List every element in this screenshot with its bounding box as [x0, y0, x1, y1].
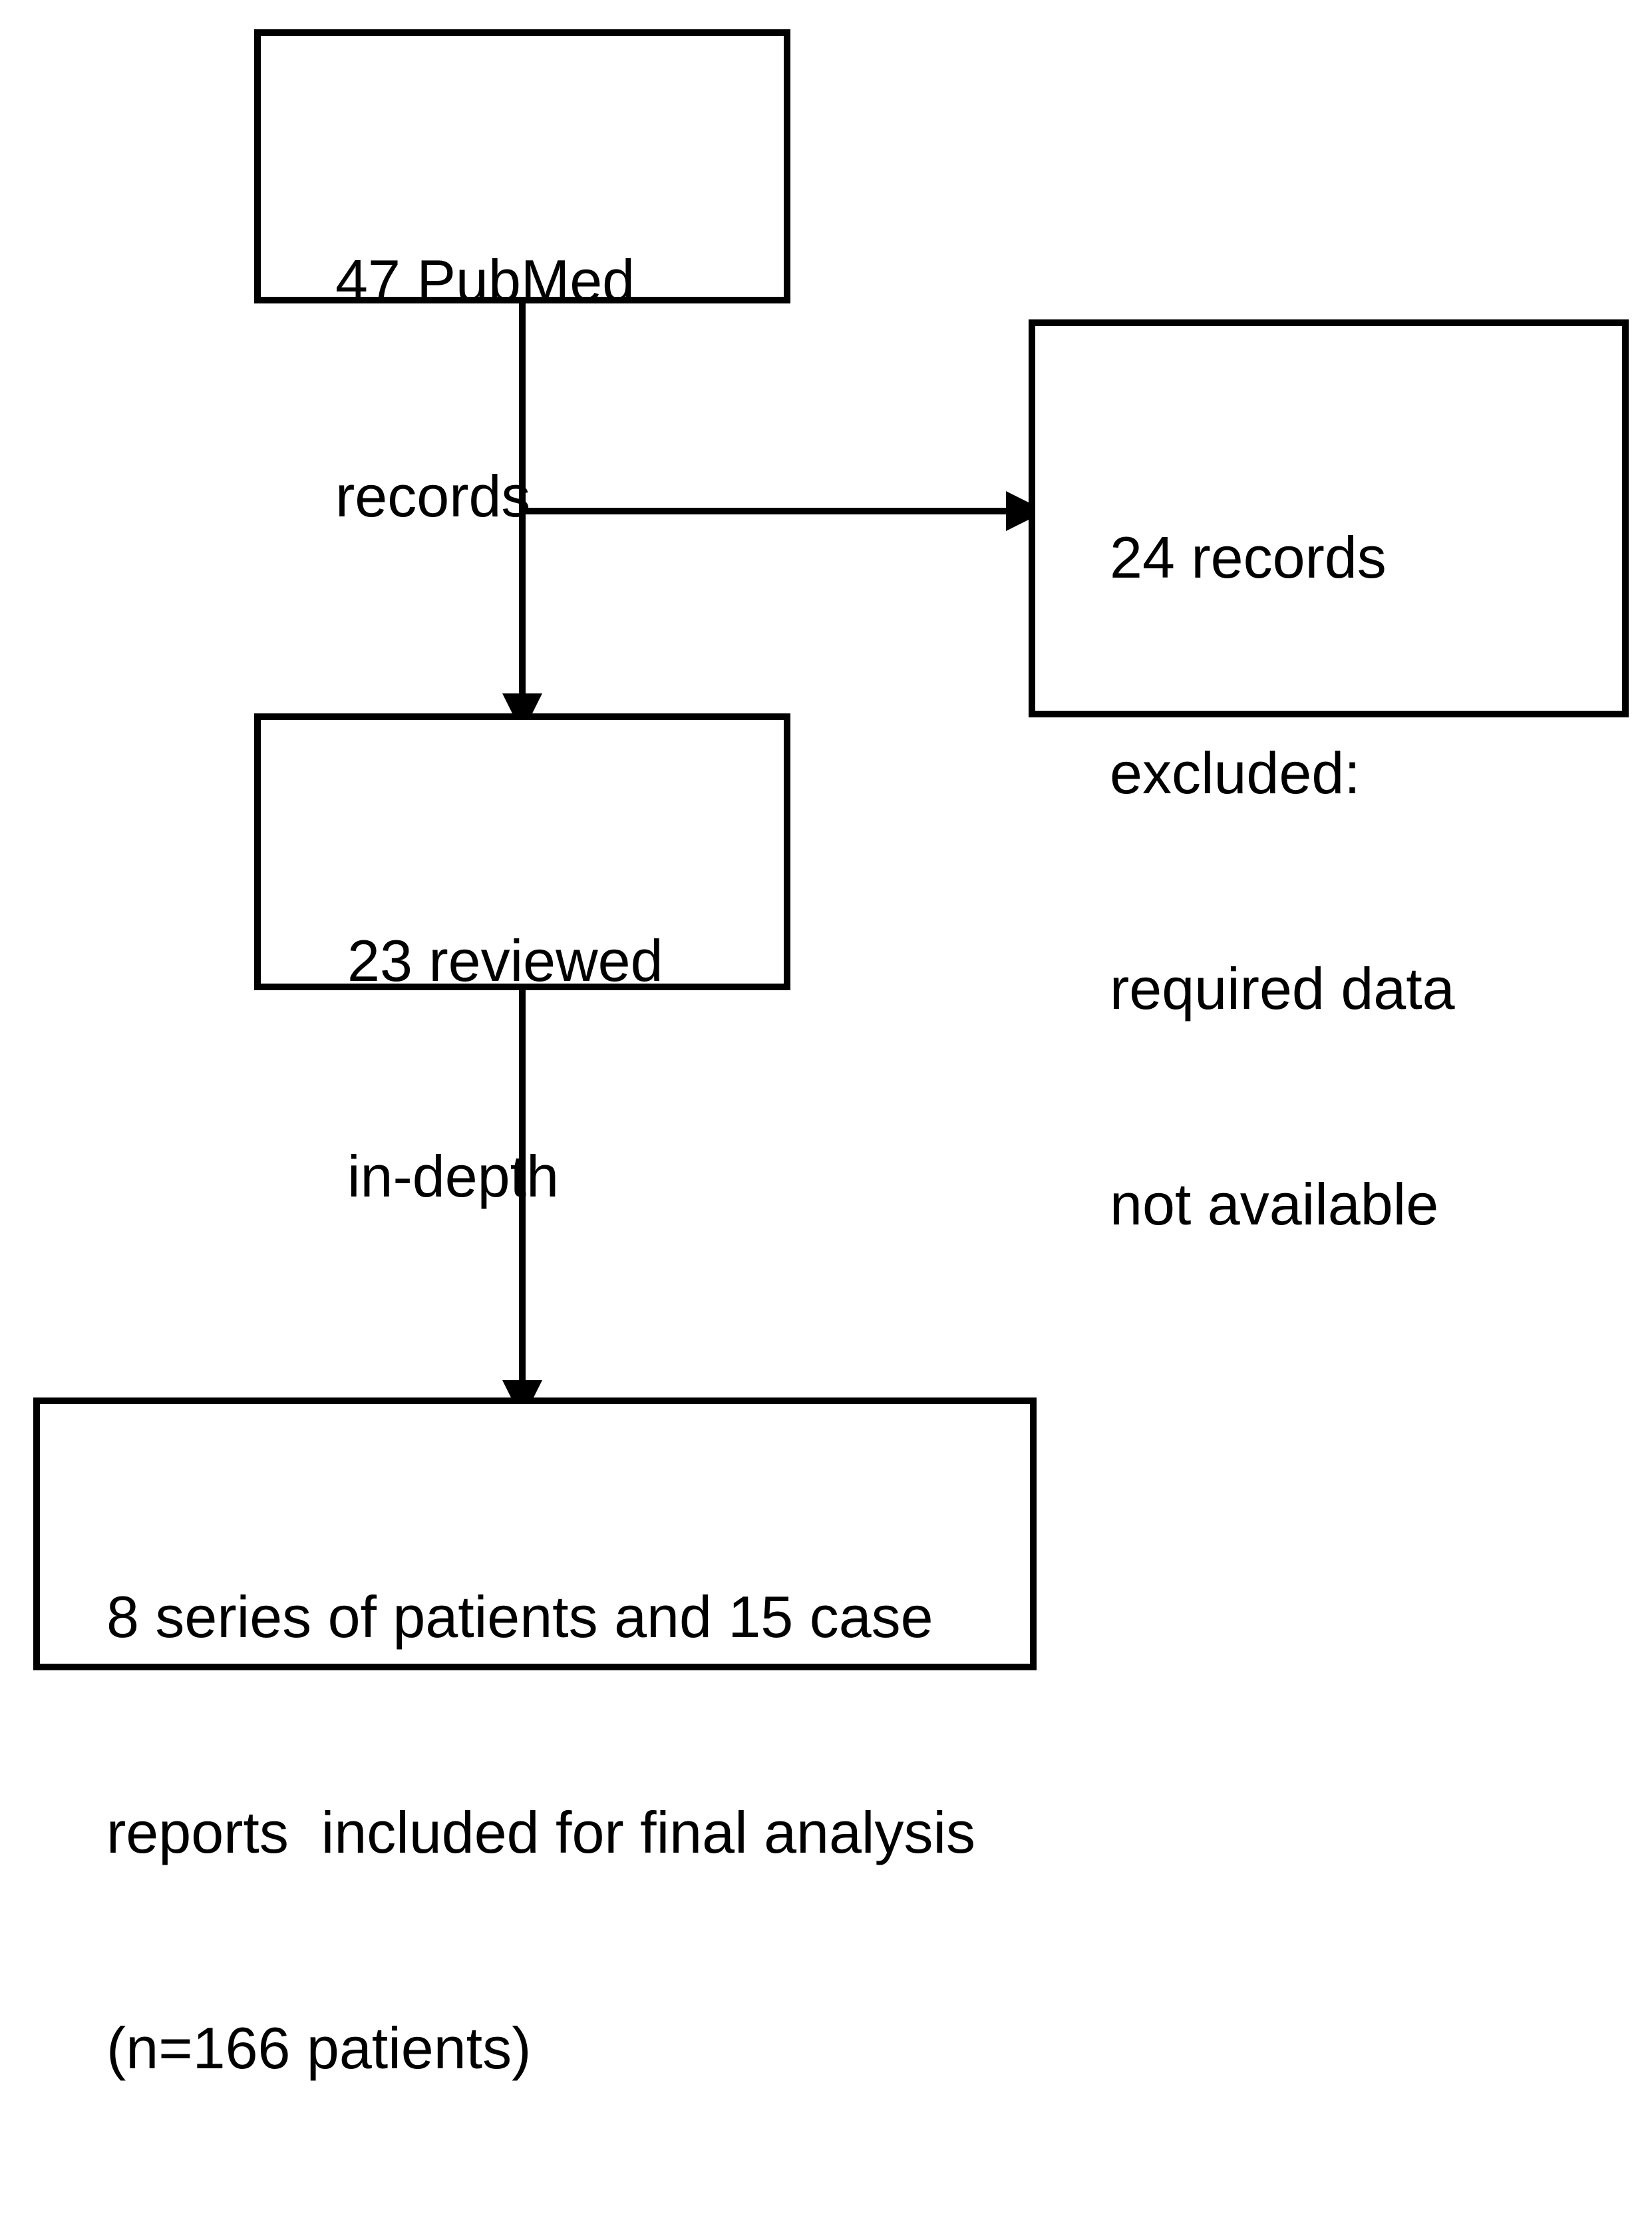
excluded-records-text: 24 records excluded: required data not a…: [1110, 378, 1455, 1384]
excluded-records-line-2: excluded:: [1110, 740, 1361, 806]
reviewed-in-depth-text: 23 reviewed in-depth: [347, 781, 663, 1356]
excluded-records-line-4: not available: [1110, 1171, 1439, 1237]
reviewed-in-depth-line-2: in-depth: [347, 1143, 560, 1209]
final-analysis-line-1: 8 series of patients and 15 case: [106, 1584, 933, 1650]
flow-connectors: [502, 301, 1046, 1420]
excluded-records-line-1: 24 records: [1110, 524, 1387, 590]
pubmed-records-text: 47 PubMed records: [335, 101, 635, 676]
pubmed-records-box: 47 PubMed records: [254, 29, 790, 529]
excluded-records-line-3: required data: [1110, 956, 1455, 1021]
reviewed-in-depth-line-1: 23 reviewed: [347, 928, 663, 994]
reviewed-in-depth-box: 23 reviewed in-depth: [254, 713, 790, 1209]
pubmed-records-line-2: records: [335, 463, 531, 529]
pubmed-records-line-1: 47 PubMed: [335, 248, 635, 313]
final-analysis-box: 8 series of patients and 15 case reports…: [33, 1397, 1037, 2081]
excluded-records-box: 24 records excluded: required data not a…: [1029, 319, 1629, 1237]
final-analysis-line-3: (n=166 patients): [106, 2015, 532, 2081]
final-analysis-text: 8 series of patients and 15 case reports…: [106, 1437, 975, 2228]
final-analysis-line-2: reports included for final analysis: [106, 1799, 975, 1865]
